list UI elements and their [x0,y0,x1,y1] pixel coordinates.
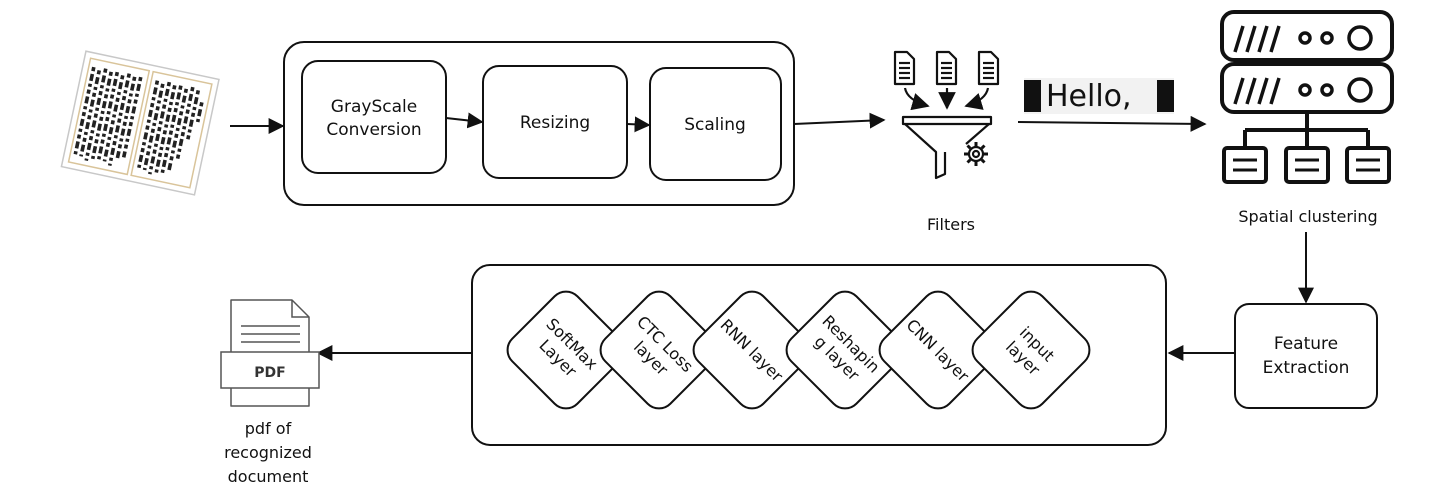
gear-icon [964,142,988,166]
arrow-filters-to-clustering [1017,115,1207,132]
clustering-caption: Spatial clustering [1238,207,1377,226]
filters-caption: Filters [927,215,975,234]
scaling-label: Scaling [684,115,746,135]
rnn-layer: RNN layer [692,290,812,410]
pdf-icon-text: PDF [254,365,285,381]
ctc-loss-layer: CTC Loss layer [599,290,719,410]
feature-extraction-line1: Feature [1274,334,1338,354]
reshaping-layer: Reshapin g layer [785,290,905,410]
model-container: SoftMax Layer CTC Loss layer RNN layer R… [471,264,1167,446]
softmax-layer: SoftMax Layer [506,290,626,410]
grayscale-conversion-step: GrayScale Conversion [301,60,447,174]
arrow-grayscale-to-resizing [445,112,484,129]
grayscale-label-line1: GrayScale [331,97,417,117]
funnel-icon [901,115,993,180]
output-caption-line1: pdf of [245,419,292,438]
arrow-resizing-to-scaling [626,116,651,133]
input-layer: input layer [971,290,1091,410]
server-cluster-icon [1220,10,1394,184]
grayscale-label-line2: Conversion [326,120,421,140]
output-caption-line2: recognized [224,443,312,462]
resizing-label: Resizing [520,113,590,133]
output-caption-line3: document [228,467,309,486]
pdf-icon: PDF [220,299,320,407]
scanned-document-icon [60,50,220,196]
document-icon [935,50,958,86]
handwritten-sample: Hello, [1024,78,1174,114]
filters-icon [893,50,1000,180]
document-icon [893,50,916,86]
feature-extraction-line2: Extraction [1263,358,1350,378]
feature-extraction-box: Feature Extraction [1234,303,1378,409]
document-icon [977,50,1000,86]
sample-word: Hello, [1046,79,1132,114]
resizing-step: Resizing [482,65,628,179]
arrow-preprocessing-to-filters [793,112,886,129]
preprocessing-container: GrayScale Conversion Resizing Scaling [283,41,795,206]
scaling-step: Scaling [649,67,782,181]
cnn-layer: CNN layer [878,290,998,410]
